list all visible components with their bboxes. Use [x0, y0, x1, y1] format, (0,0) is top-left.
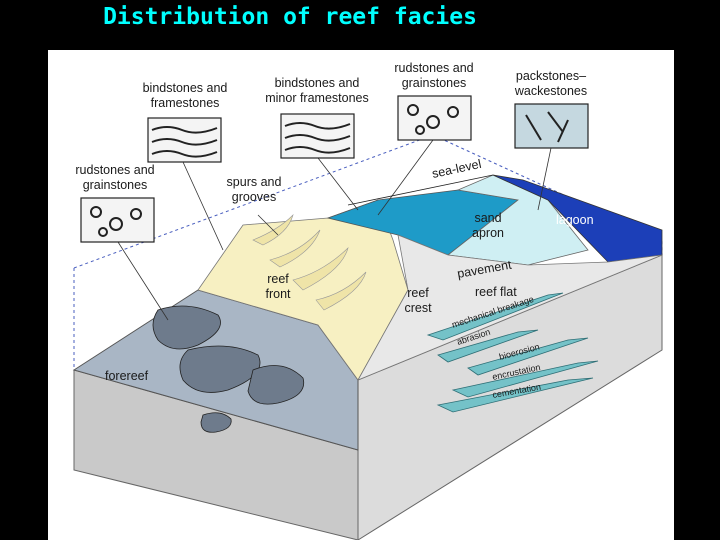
label-spurs-grooves-2: grooves [232, 190, 276, 204]
label-bindstones-minor-2: minor framestones [265, 91, 369, 105]
label-bindstones-minor-1: bindstones and [275, 76, 360, 90]
box-textures [90, 104, 569, 237]
label-reef-crest-2: crest [404, 301, 432, 315]
label-reef-front-2: front [265, 287, 291, 301]
label-sand-apron-2: apron [472, 226, 504, 240]
label-bindstones-framestones-1: bindstones and [143, 81, 228, 95]
label-packstones-2: wackestones [514, 84, 587, 98]
label-rudstones-top-1: rudstones and [394, 61, 473, 75]
label-sand-apron-1: sand [474, 211, 501, 225]
leader-lines [117, 139, 552, 321]
label-rudstones-left-2: grainstones [83, 178, 148, 192]
label-reef-crest-1: reef [407, 286, 429, 300]
label-spurs-grooves-1: spurs and [227, 175, 282, 189]
rubble-fans [152, 305, 305, 433]
label-sea-level: sea-level [431, 157, 483, 181]
process-bars [426, 292, 599, 413]
label-packstones-1: packstones– [516, 69, 586, 83]
slide-title: Distribution of reef facies [103, 4, 477, 30]
label-bindstones-framestones-2: framestones [151, 96, 220, 110]
label-lagoon: lagoon [556, 213, 594, 227]
reef-facies-diagram: bindstones and framestones bindstones an… [72, 61, 663, 540]
label-rudstones-top-2: grainstones [402, 76, 467, 90]
spurs-grooves-texture [252, 213, 367, 311]
label-reef-front-1: reef [267, 272, 289, 286]
sea-level-line [347, 174, 494, 206]
diagram-panel: bindstones and framestones bindstones an… [48, 50, 674, 540]
label-rudstones-left-1: rudstones and [75, 163, 154, 177]
label-forereef: forereef [105, 369, 149, 383]
label-reef-flat: reef flat [475, 285, 517, 299]
